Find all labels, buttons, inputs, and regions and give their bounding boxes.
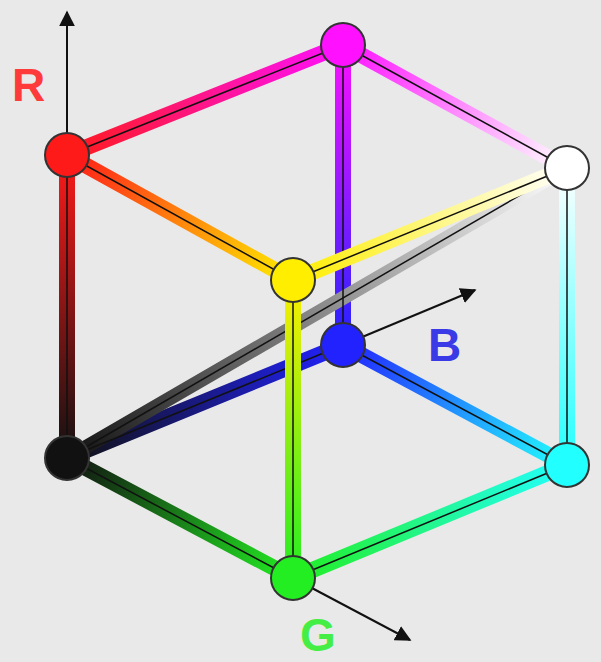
axis-label: R — [12, 62, 45, 108]
axis-label: G — [300, 612, 336, 658]
axis-label: B — [428, 322, 461, 368]
